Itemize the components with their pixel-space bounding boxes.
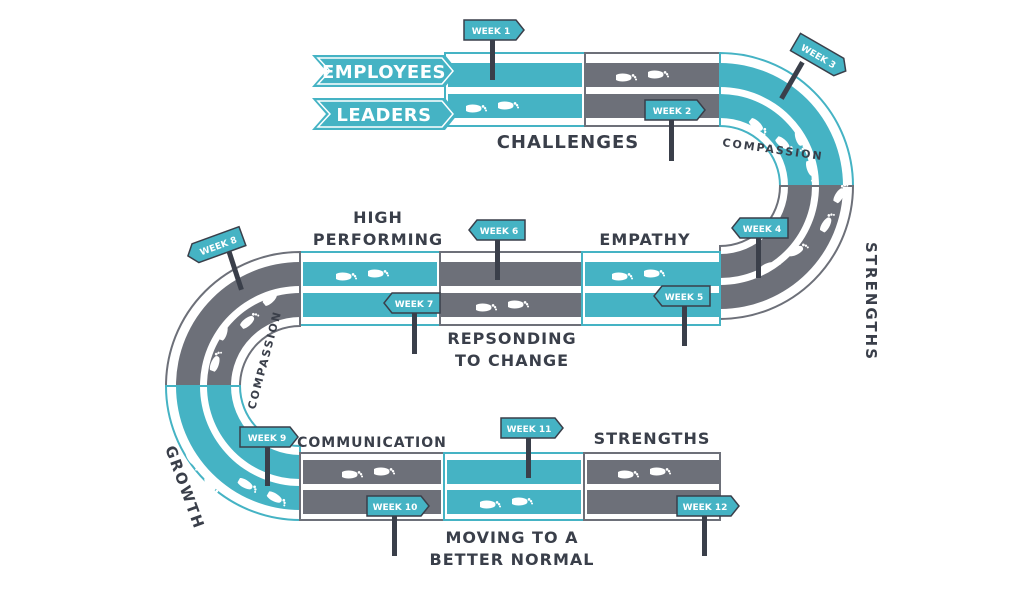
week-1-sign: WEEK 1 bbox=[463, 19, 525, 80]
week-6-label: WEEK 6 bbox=[480, 227, 519, 237]
week-9-sign: WEEK 9 bbox=[239, 426, 299, 486]
week-6-sign: WEEK 6 bbox=[468, 219, 526, 280]
label-performing: PERFORMING bbox=[313, 230, 443, 249]
label-moving-line1: MOVING TO A bbox=[446, 528, 579, 547]
week-11-sign: WEEK 11 bbox=[500, 417, 564, 478]
label-strengths-curve: STRENGTHS bbox=[862, 242, 880, 361]
label-high: HIGH bbox=[353, 208, 403, 227]
week-5-label: WEEK 5 bbox=[665, 293, 704, 303]
legend-leaders-label: LEADERS bbox=[336, 105, 431, 126]
row-3-road bbox=[299, 452, 721, 521]
week-10-sign: WEEK 10 bbox=[366, 495, 430, 556]
label-moving-line2: BETTER NORMAL bbox=[430, 550, 595, 569]
week-7-sign: WEEK 7 bbox=[383, 292, 441, 354]
week-10-label: WEEK 10 bbox=[373, 503, 418, 513]
label-empathy: EMPATHY bbox=[599, 230, 690, 249]
label-strengths: STRENGTHS bbox=[594, 429, 711, 448]
week-12-label: WEEK 12 bbox=[683, 503, 728, 513]
label-responding-line2: TO CHANGE bbox=[455, 351, 569, 370]
week-9-label: WEEK 9 bbox=[248, 434, 287, 444]
legend-leaders: LEADERS bbox=[312, 98, 458, 130]
week-1-label: WEEK 1 bbox=[472, 27, 511, 37]
legend-employees: EMPLOYEES bbox=[312, 55, 458, 87]
week-11-label: WEEK 11 bbox=[507, 425, 552, 435]
week-8-sign: WEEK 8 bbox=[187, 225, 247, 291]
right-curve bbox=[719, 51, 855, 321]
week-7-label: WEEK 7 bbox=[395, 300, 434, 310]
week-5-sign: WEEK 5 bbox=[653, 285, 711, 346]
label-challenges: CHALLENGES bbox=[497, 132, 640, 153]
label-responding-line1: REPSONDING bbox=[447, 329, 576, 348]
week-4-sign: WEEK 4 bbox=[731, 217, 789, 278]
week-2-label: WEEK 2 bbox=[653, 107, 692, 117]
week-4-label: WEEK 4 bbox=[743, 225, 782, 235]
label-communication: COMMUNICATION bbox=[297, 435, 447, 451]
week-12-sign: WEEK 12 bbox=[676, 495, 740, 556]
week-2-sign: WEEK 2 bbox=[644, 99, 706, 161]
legend-employees-label: EMPLOYEES bbox=[322, 62, 446, 83]
row-2-road bbox=[299, 251, 721, 326]
